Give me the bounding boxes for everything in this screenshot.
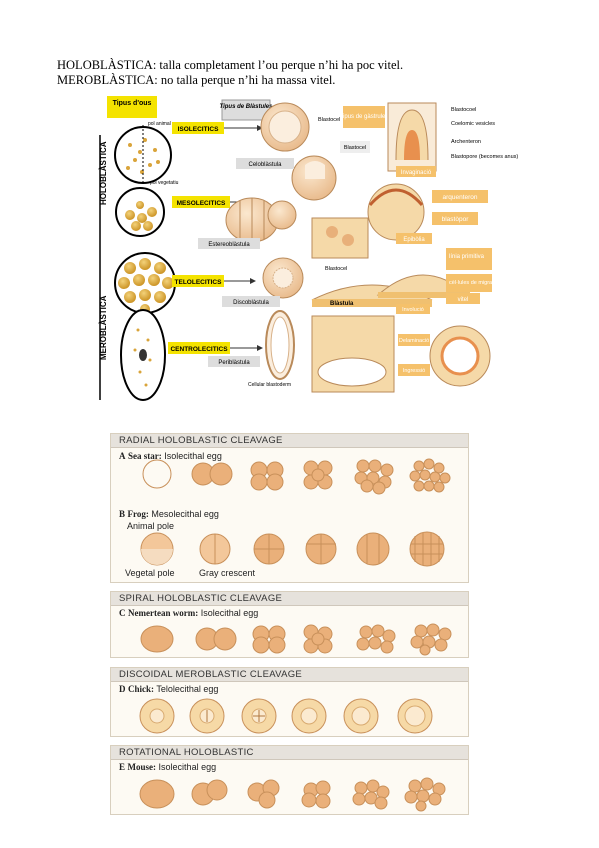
panel-discoidal: DISCOIDAL MEROBLASTIC CLEAVAGE D Chick: … [110,667,469,737]
egg-types-tag [107,96,157,118]
mesolecithal-gastrula-drawing [311,217,369,259]
rotational-eggs [139,777,446,812]
pol-animal-label: pol animal [148,121,171,127]
involucio-label: Involució [402,307,424,313]
epibolia-label: Epibòlia [403,237,425,243]
discoblastula-drawing [262,257,304,299]
row-c-label: C Nemertean worm: Isolecithal egg [119,608,259,618]
celoblastula-drawing [260,102,337,201]
vegetal-pole-label: Vegetal pole [125,568,175,578]
vitel-label: vitel [458,297,469,303]
isolecithal-egg [114,125,172,185]
panel-radial: RADIAL HOLOBLASTIC CLEAVAGE A Sea star: … [110,433,469,583]
ingressio-label: Ingressió [403,368,425,374]
discoblastula-label: Discoblàstula [233,300,269,306]
row-a-label: A Sea star: Isolecithal egg [119,451,222,461]
centrolecithal-egg [120,309,166,401]
delaminacio-label: Delaminació [399,338,429,344]
involution-drawing [376,274,470,298]
telolecithal-egg [114,252,176,314]
periblastula-label: Periblàstula [218,360,250,366]
centrolecithal-gastrula-drawing [311,315,395,393]
sea-star-stages [142,458,451,495]
blastopore-label: Blastopore (becomes anus) [451,154,518,160]
panel-rotational: ROTATIONAL HOLOBLASTIC E Mouse: Isolecit… [110,745,469,815]
delamination-drawing [429,325,491,387]
svg-text:MESOLECITICS: MESOLECITICS [177,200,226,207]
holoblastica-label: HOLOBLÀSTICA [99,141,108,205]
epiboly-drawing [367,183,425,241]
intro-text: HOLOBLÀSTICA: talla completament l’ou pe… [57,58,403,88]
panel-spiral: SPIRAL HOLOBLASTIC CLEAVAGE C Nemertean … [110,591,469,658]
panel-header: SPIRAL HOLOBLASTIC CLEAVAGE [111,592,468,606]
spiral-eggs [140,623,452,656]
blastula-types-label: Tipus de Blàstules [220,104,274,110]
invaginacio-label: Invaginació [401,170,432,176]
gray-crescent-label: Gray crescent [199,568,256,578]
meroblastica-label: MEROBLÀSTICA [99,295,108,360]
egg-types-figure: Tipus d'ous HOLOBLÀSTICA MEROBLÀSTICA po… [99,96,518,401]
coelomic-label: Coelomic vesicles [451,121,495,127]
discoidal-eggs [139,698,433,734]
archenteron-label: Archenteron [451,139,481,145]
estereoblastula-drawing [225,197,297,243]
linia-label: línia primitiva [449,254,485,260]
egg-type-tags: ISOLECITICS MESOLECITICS TELOLECITICS CE… [168,122,230,354]
holoblastica-definition: HOLOBLÀSTICA: talla completament l’ou pe… [57,58,404,72]
blastopor-label: blastòpor [442,216,470,223]
svg-text:Blastocel: Blastocel [318,117,340,123]
egg-types-label: Tipus d'ous [113,100,152,107]
svg-text:TELOLECITICS: TELOLECITICS [175,279,223,286]
radial-eggs [140,458,451,567]
row-d-label: D Chick: Telolecithal egg [119,684,219,694]
row-b-label: B Frog: Mesolecithal egg [119,509,219,519]
panel-header: RADIAL HOLOBLASTIC CLEAVAGE [111,434,468,448]
blastula-label: Blàstula [330,301,354,307]
svg-text:CENTROLECITICS: CENTROLECITICS [170,346,228,353]
celoblastula-label: Celoblàstula [248,162,282,168]
cellules-label: cèl·lules de migració [449,280,499,286]
panel-header: ROTATIONAL HOLOBLASTIC [111,746,468,760]
cellular-blastoderm-label: Cellular blastoderm [248,382,291,388]
meroblastica-definition: MEROBLÀSTICA: no talla perque n’hi ha ma… [57,73,336,87]
svg-text:ISOLECITICS: ISOLECITICS [178,126,219,133]
svg-text:Blastocel: Blastocel [325,266,347,272]
invagination-drawing [387,102,437,172]
frog-stages [140,531,445,567]
blastocoel-label: Blastocoel [451,107,476,113]
gastrula-types-label: Tipus de gàstrules [340,114,389,120]
svg-text:Blastocel: Blastocel [344,145,366,151]
pol-vegetatiu-label: pol vegetatiu [150,180,179,186]
arquenteron-label: arquenteron [442,194,477,201]
periblastula-drawing [265,310,295,380]
mesolecithal-egg [115,187,165,237]
panel-header: DISCOIDAL MEROBLASTIC CLEAVAGE [111,668,468,682]
animal-pole-label: Animal pole [127,521,175,531]
gastrula-types-tag [343,106,385,128]
row-e-label: E Mouse: Isolecithal egg [119,762,217,772]
estereoblastula-label: Estereoblàstula [208,242,250,248]
